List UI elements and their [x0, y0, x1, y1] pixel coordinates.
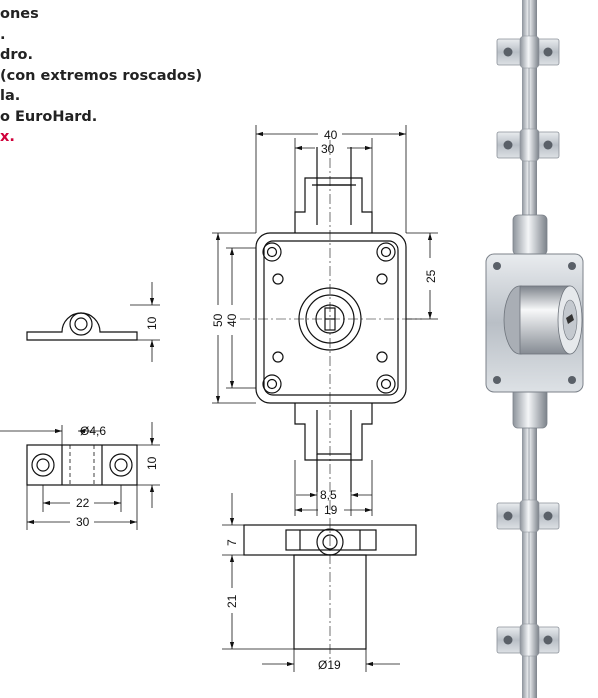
guide-clip-top-view — [26, 444, 138, 486]
dim-height-inner: 40 — [225, 313, 239, 327]
product-photo — [485, 0, 584, 698]
dim-clip-30: 30 — [76, 515, 90, 529]
clip-side-dims — [130, 282, 160, 362]
photo-guide-clip — [496, 623, 560, 657]
side-dimensions — [222, 493, 400, 672]
dim-height-outer: 50 — [211, 313, 225, 327]
photo-guide-clip — [496, 128, 560, 162]
dim-side-21: 21 — [225, 594, 239, 608]
dim-right-25: 25 — [424, 269, 438, 283]
photo-guide-clip — [496, 499, 560, 533]
dim-width-outer: 40 — [324, 128, 338, 142]
guide-clip-side-view — [26, 312, 138, 341]
dim-side-7: 7 — [225, 539, 239, 546]
lock-dimensions — [212, 125, 438, 516]
dim-clip-10b: 10 — [145, 456, 159, 470]
lock-front-view — [240, 140, 422, 500]
spec-line: ones — [0, 6, 39, 22]
clip-top-dims — [0, 422, 160, 530]
dim-clip-22: 22 — [76, 496, 90, 510]
spec-line: (con extremos roscados) — [0, 67, 203, 84]
dim-key-85: 8,5 — [320, 488, 337, 502]
spec-text: ones . dro. (con extremos roscados) la. … — [0, 4, 202, 148]
spec-line: o EuroHard. — [0, 108, 98, 125]
spec-line: . — [0, 26, 6, 43]
photo-lock-body — [485, 214, 584, 429]
photo-guide-clip — [496, 35, 560, 69]
dim-width-inner: 30 — [321, 142, 335, 156]
dim-clip-10a: 10 — [145, 316, 159, 330]
dim-cyl-dia: Ø19 — [318, 658, 341, 672]
spec-line-highlight: x. — [0, 129, 15, 145]
spec-line: dro. — [0, 47, 34, 63]
spec-line: la. — [0, 88, 21, 104]
dim-clip-dia: Ø4,6 — [80, 424, 106, 438]
lock-side-view — [243, 500, 417, 660]
dim-key-19: 19 — [324, 503, 338, 517]
